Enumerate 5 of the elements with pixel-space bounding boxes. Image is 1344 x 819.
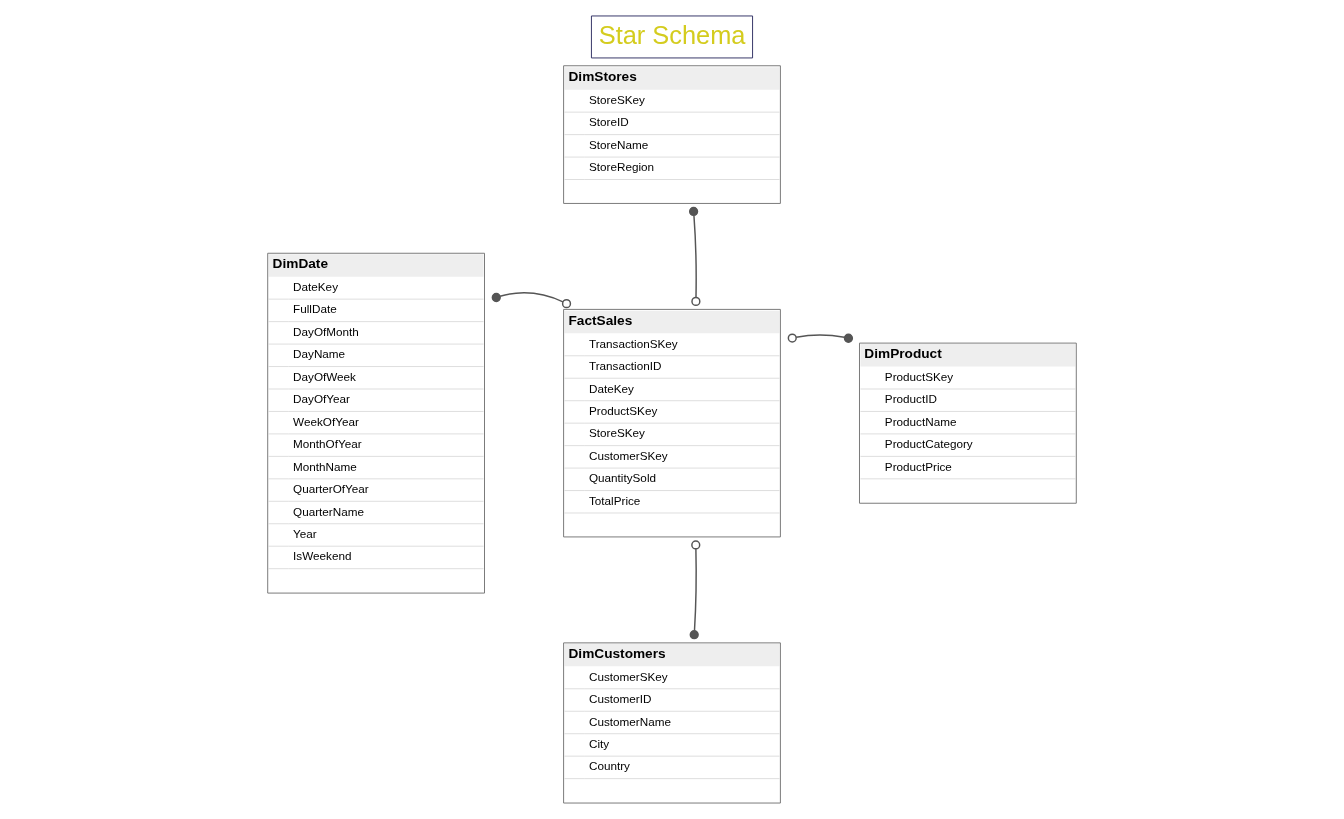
connector — [688, 206, 701, 307]
diagram-title: Star Schema — [598, 20, 746, 49]
connector — [491, 292, 572, 309]
connector — [689, 540, 701, 640]
connector — [787, 333, 854, 343]
